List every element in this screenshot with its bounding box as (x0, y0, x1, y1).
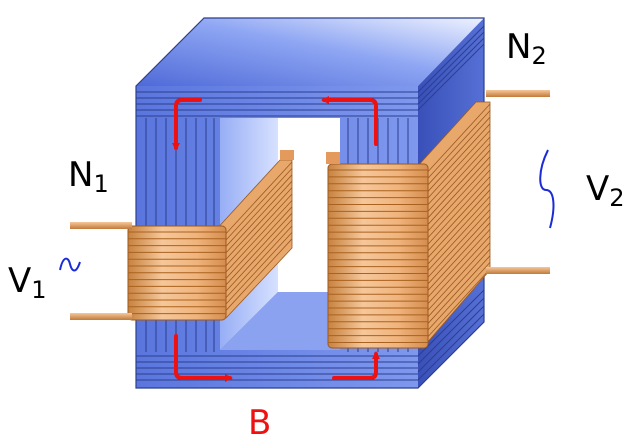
coil-turn (423, 143, 491, 216)
svg-text:V1: V1 (8, 261, 47, 304)
label-v1-sub: 1 (31, 276, 46, 304)
coil-turn (423, 248, 491, 322)
coil-turn (221, 187, 293, 264)
label-v2-base: V (586, 169, 609, 209)
coil-turn (423, 156, 491, 230)
coil-turn (423, 196, 491, 269)
label-n2-base: N (506, 27, 531, 67)
label-n1-sub: 1 (93, 170, 108, 198)
flux-arrow-top-left (172, 98, 202, 151)
sine-wave-icon (59, 257, 81, 272)
coil-turn (221, 206, 293, 284)
svg-text:N1: N1 (68, 155, 109, 198)
secondary-lead-top (486, 90, 550, 97)
label-v2: V2 (586, 169, 625, 212)
coil-turn (221, 238, 293, 316)
primary-coil (70, 150, 294, 321)
coil-turn (423, 123, 491, 197)
coil-turn (423, 215, 491, 289)
coil-turn (423, 116, 491, 190)
secondary-coil-front-turns (328, 169, 428, 343)
secondary-coil-back-turns (423, 103, 491, 342)
coil-turn (423, 262, 491, 335)
primary-lead-stub (280, 150, 294, 160)
coil-turn (221, 174, 293, 252)
coil-turn (423, 222, 491, 296)
coil-turn (221, 180, 293, 258)
label-v1-base: V (8, 261, 31, 301)
label-n2-sub: 2 (531, 42, 546, 70)
coil-turn (423, 136, 491, 210)
coil-turn (423, 149, 491, 223)
primary-coil-back-turns (221, 161, 293, 316)
label-n1: N1 (68, 155, 109, 198)
flux-arrow-bottom-right (332, 351, 380, 380)
svg-text:N2: N2 (506, 27, 547, 70)
coil-turn (423, 268, 491, 342)
coil-turn (423, 169, 491, 243)
primary-lead-top (70, 222, 132, 229)
coil-turn (221, 212, 293, 290)
label-v1: V1 (8, 261, 47, 304)
core-outline (135, 17, 485, 389)
coil-turn (221, 219, 293, 296)
coil-turn (423, 255, 491, 329)
coil-turn (423, 163, 491, 236)
bottom-yoke-laminations (136, 289, 485, 381)
coil-turn (221, 161, 293, 239)
secondary-lead-stub (326, 152, 340, 164)
primary-lead-bottom (70, 313, 132, 320)
secondary-coil-front (327, 163, 429, 349)
primary-coil-front-turns (128, 231, 226, 315)
coil-turn (221, 200, 293, 277)
secondary-lead-bottom (486, 267, 550, 274)
coil-turn (423, 130, 491, 203)
coil-turn (423, 182, 491, 256)
label-flux-b: B (248, 403, 271, 443)
label-n1-base: N (68, 155, 93, 195)
coil-turn (221, 232, 293, 309)
coil-turn (423, 176, 491, 249)
flux-arrow-bottom-left (174, 334, 233, 382)
flux-arrow-top-right (321, 96, 378, 146)
coil-turn (423, 110, 491, 183)
coil-turn (423, 189, 491, 263)
coil-turn (423, 103, 491, 177)
coil-turn (221, 225, 293, 303)
coil-turn (221, 193, 293, 271)
coil-turn (423, 202, 491, 276)
flux-path (172, 96, 380, 382)
sine-wave-icon (539, 149, 555, 229)
core-top-face (136, 18, 484, 86)
secondary-coil (326, 90, 550, 349)
coil-turn (221, 168, 293, 245)
svg-text:V2: V2 (586, 169, 625, 212)
coil-turn (423, 242, 491, 315)
core-window-floor (220, 292, 340, 350)
coil-turn (423, 229, 491, 302)
label-v2-sub: 2 (609, 184, 624, 212)
coil-turn (423, 209, 491, 282)
label-n2: N2 (506, 27, 547, 70)
coil-turn (423, 235, 491, 309)
